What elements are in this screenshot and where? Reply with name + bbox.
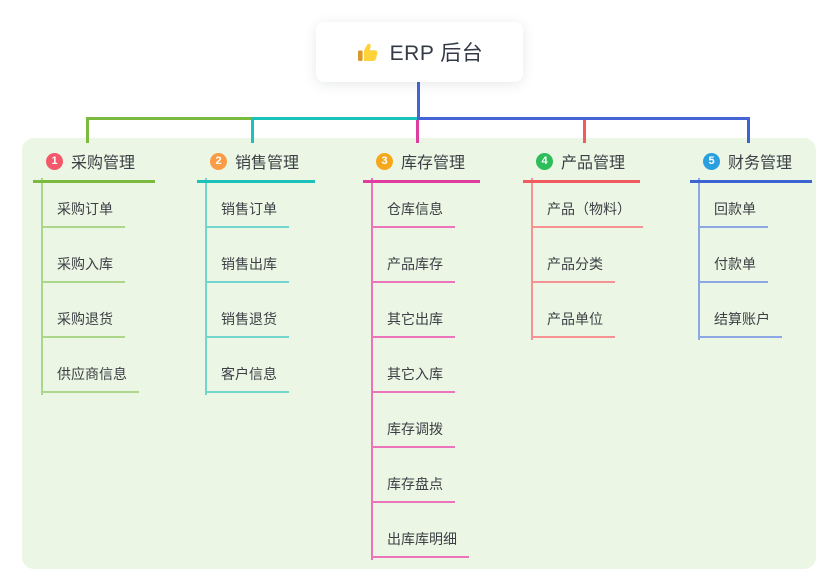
branch-drop-line: [86, 120, 89, 143]
child-node[interactable]: 供应商信息: [41, 363, 139, 393]
branches-panel: [22, 138, 816, 569]
child-node[interactable]: 仓库信息: [371, 198, 455, 228]
branch-title: 产品管理: [561, 155, 626, 172]
root-drop-line: [417, 82, 420, 120]
branch-number-badge: 5: [703, 152, 720, 170]
thumbs-up-icon: [356, 40, 380, 64]
child-node[interactable]: 产品分类: [531, 253, 615, 283]
trunk-line-right: [417, 117, 750, 120]
child-node[interactable]: 采购入库: [41, 253, 125, 283]
child-node[interactable]: 付款单: [698, 253, 768, 283]
trunk-line-left-1: [86, 117, 251, 120]
branch-drop-line: [583, 120, 586, 143]
child-node[interactable]: 回款单: [698, 198, 768, 228]
branch-title: 库存管理: [401, 155, 466, 172]
branch-node-3[interactable]: 3 库存管理: [363, 149, 480, 183]
child-node[interactable]: 其它入库: [371, 363, 455, 393]
branch-child-spine: [41, 178, 43, 395]
root-node[interactable]: ERP 后台: [316, 22, 523, 82]
branch-number-badge: 1: [46, 152, 63, 170]
child-node[interactable]: 库存调拨: [371, 418, 455, 448]
child-node[interactable]: 采购退货: [41, 308, 125, 338]
branch-node-5[interactable]: 5 财务管理: [690, 149, 812, 183]
branch-drop-line: [416, 120, 419, 143]
branch-node-2[interactable]: 2 销售管理: [197, 149, 315, 183]
branch-title: 采购管理: [71, 155, 136, 172]
child-node[interactable]: 结算账户: [698, 308, 782, 338]
branch-number-badge: 3: [376, 152, 393, 170]
branch-title: 财务管理: [728, 155, 793, 172]
child-node[interactable]: 其它出库: [371, 308, 455, 338]
child-node[interactable]: 产品库存: [371, 253, 455, 283]
child-node[interactable]: 采购订单: [41, 198, 125, 228]
child-node[interactable]: 销售退货: [205, 308, 289, 338]
child-node[interactable]: 产品（物料）: [531, 198, 643, 228]
root-node-label: ERP 后台: [389, 42, 484, 65]
branch-number-badge: 2: [210, 152, 227, 170]
branch-child-spine: [531, 178, 533, 340]
branch-child-spine: [698, 178, 700, 340]
branch-drop-line: [747, 120, 750, 143]
branch-node-4[interactable]: 4 产品管理: [523, 149, 640, 183]
trunk-line-left-2: [251, 117, 420, 120]
child-node[interactable]: 库存盘点: [371, 473, 455, 503]
child-node[interactable]: 产品单位: [531, 308, 615, 338]
branch-node-1[interactable]: 1 采购管理: [33, 149, 155, 183]
branch-number-badge: 4: [536, 152, 553, 170]
child-node[interactable]: 客户信息: [205, 363, 289, 393]
child-node[interactable]: 销售出库: [205, 253, 289, 283]
branch-child-spine: [371, 178, 373, 560]
branch-title: 销售管理: [235, 155, 300, 172]
branch-child-spine: [205, 178, 207, 395]
branch-drop-line: [251, 120, 254, 143]
child-node[interactable]: 出库库明细: [371, 528, 469, 558]
child-node[interactable]: 销售订单: [205, 198, 289, 228]
